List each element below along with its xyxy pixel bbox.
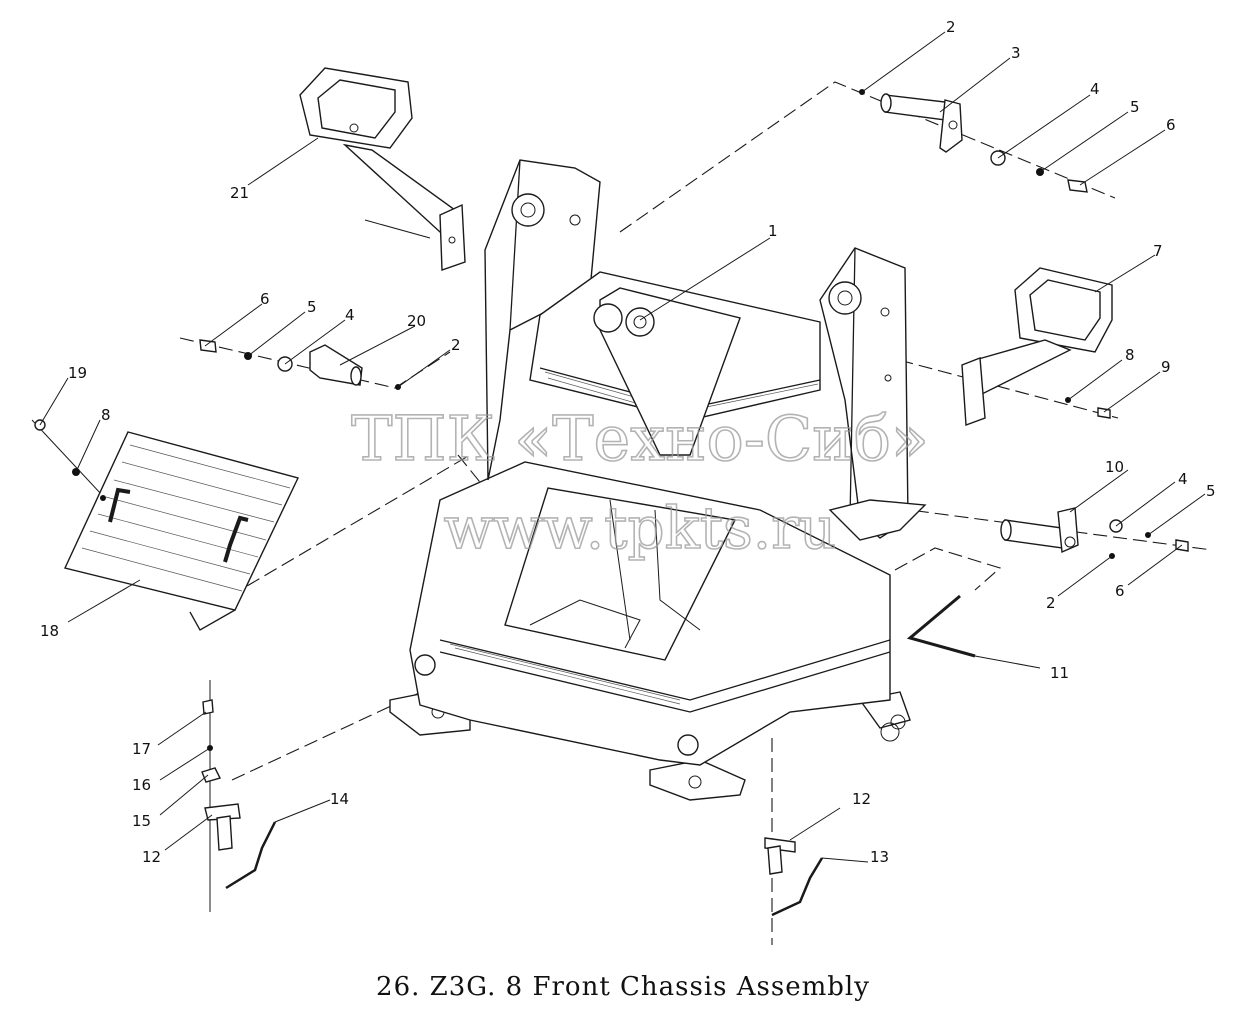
callout-6b: 6 <box>260 290 270 308</box>
callout-18: 18 <box>40 622 59 640</box>
pin-assembly-top-right <box>859 89 1088 193</box>
leader-lines <box>39 31 1206 863</box>
callout-13: 13 <box>870 848 889 866</box>
access-cover-plate <box>34 419 299 631</box>
fender-bracket-left <box>299 67 466 271</box>
callout-9: 9 <box>1161 358 1171 376</box>
callout-5b: 5 <box>307 298 317 316</box>
watermark: ТПК «Техно-Сиб» www.tpkts.ru <box>350 401 929 563</box>
callout-4c: 4 <box>1178 470 1188 488</box>
callout-16: 16 <box>132 776 151 794</box>
callout-20: 20 <box>407 312 426 330</box>
callout-12a: 12 <box>142 848 161 866</box>
callout-7: 7 <box>1153 242 1163 260</box>
pin-assembly-left <box>199 339 401 390</box>
callout-14: 14 <box>330 790 349 808</box>
callout-17: 17 <box>132 740 151 758</box>
pin-assembly-right-upper <box>1065 397 1111 419</box>
callout-15: 15 <box>132 812 151 830</box>
callout-labels: 2 3 4 5 6 21 1 7 6 5 4 20 2 8 9 19 8 10 … <box>40 18 1216 866</box>
callout-8a: 8 <box>1125 346 1135 364</box>
callout-4a: 4 <box>1090 80 1100 98</box>
callout-2a: 2 <box>946 18 956 36</box>
callout-1: 1 <box>768 222 778 240</box>
fender-bracket-right <box>961 267 1113 426</box>
callout-19: 19 <box>68 364 87 382</box>
callout-3: 3 <box>1011 44 1021 62</box>
watermark-line-2: www.tpkts.ru <box>444 494 837 562</box>
figure-caption: 26. Z3G. 8 Front Chassis Assembly <box>376 972 870 1002</box>
callout-8b: 8 <box>101 406 111 424</box>
callout-12b: 12 <box>852 790 871 808</box>
latch-assembly-left <box>201 699 277 890</box>
callout-2c: 2 <box>1046 594 1056 612</box>
callout-10: 10 <box>1105 458 1124 476</box>
front-chassis-frame <box>389 159 927 801</box>
callout-21: 21 <box>230 184 249 202</box>
callout-5a: 5 <box>1130 98 1140 116</box>
l-rod <box>906 594 976 658</box>
pin-assembly-right-lower <box>1000 507 1189 559</box>
watermark-line-1: ТПК «Техно-Сиб» <box>351 402 929 475</box>
callout-6c: 6 <box>1115 582 1125 600</box>
latch-assembly-right <box>764 837 824 917</box>
callout-6a: 6 <box>1166 116 1176 134</box>
callout-11: 11 <box>1050 664 1069 682</box>
callout-2b: 2 <box>451 336 461 354</box>
callout-4b: 4 <box>345 306 355 324</box>
callout-5c: 5 <box>1206 482 1216 500</box>
